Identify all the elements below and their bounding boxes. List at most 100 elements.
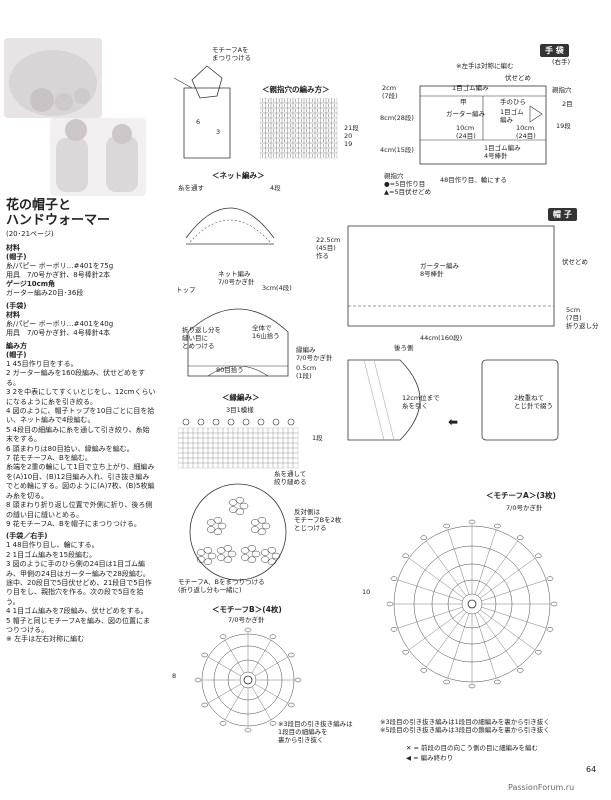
grid-cell — [222, 427, 229, 434]
grid-cell — [197, 447, 204, 454]
grid-cell — [197, 452, 204, 459]
flower-petal — [251, 550, 261, 558]
grid-cell — [242, 442, 249, 449]
grid-cell — [222, 442, 229, 449]
flower-petal — [247, 545, 257, 552]
motif-attach-label: モチーフAを まつりつける — [212, 46, 252, 62]
grid-cell — [202, 452, 209, 459]
materials-heading: 材料 — [6, 244, 20, 252]
grid-cell — [232, 437, 239, 444]
motif-stitch — [397, 606, 463, 629]
grid-cell — [277, 437, 284, 444]
flower-petal — [203, 547, 213, 554]
grid-cell — [292, 452, 299, 459]
grid-cell — [292, 447, 299, 454]
grid-cell — [212, 457, 219, 464]
hat-5cm-label: 5cm (7目) 折り返し分 — [566, 306, 599, 330]
grid-cell — [217, 447, 224, 454]
grid-cell — [257, 442, 264, 449]
grid-cell — [262, 457, 269, 464]
grid-cell — [252, 432, 259, 439]
grid-cell — [247, 447, 254, 454]
grid-cell — [232, 452, 239, 459]
grid-cell — [272, 462, 279, 469]
grid-cell — [242, 437, 249, 444]
motif-stitch — [397, 579, 463, 602]
grid-cell — [192, 432, 199, 439]
fold-label: 折り返し分を 縫い目に とめつける — [182, 326, 221, 350]
edge-repeat-label: 3目1模様 — [226, 406, 254, 414]
grid-cell — [227, 432, 234, 439]
motif-stitch — [251, 686, 272, 720]
grid-cell — [277, 432, 284, 439]
grid-cell — [287, 447, 294, 454]
hat-44-label: 44cm(160段) — [420, 334, 463, 342]
grid-cell — [227, 427, 234, 434]
grid-cell — [178, 457, 184, 464]
motif-chain — [494, 523, 501, 529]
grid-cell — [212, 437, 219, 444]
grid-cell — [202, 427, 209, 434]
grid-cell — [207, 452, 214, 459]
motif-chain — [443, 523, 450, 529]
grid-cell — [282, 432, 289, 439]
net-rows: 4段 — [270, 184, 281, 192]
page-title-line1: 花の帽子と — [6, 198, 72, 213]
motif-chain — [468, 683, 476, 689]
picot-mark — [257, 418, 265, 426]
instruction-step: 8 頭まわり折り返し位置で外側に折り、後ろ側の縫い目に縫いとめる。 — [6, 501, 153, 519]
grid-cell — [182, 427, 189, 434]
picot-mark — [272, 418, 280, 426]
grid-cell — [222, 462, 229, 469]
mit-10cm-a: 10cm (24目) — [456, 124, 476, 140]
grid-cell — [227, 442, 234, 449]
grid-cell — [187, 447, 194, 454]
grid-cell — [257, 447, 264, 454]
motif-chain — [201, 702, 208, 708]
grid-cell — [197, 462, 204, 469]
grid-cell — [222, 437, 229, 444]
net-thread: 糸を通す — [178, 184, 204, 192]
mit-10cm-b: 10cm (24目) — [516, 124, 536, 140]
grid-cell — [292, 442, 299, 449]
mit-top-fuse: 伏せどめ — [505, 74, 531, 82]
motif-chain — [244, 627, 252, 633]
flower-petal — [235, 497, 245, 504]
grid-cell — [178, 442, 184, 449]
grid-cell — [252, 442, 259, 449]
motif-chain — [244, 727, 252, 733]
mitten-sketch — [173, 65, 231, 159]
hat-12cm-label: 12cm位まで 糸を引く — [402, 394, 440, 410]
edge-label: 縁編み 7/0号かぎ針 — [296, 346, 333, 362]
grid-cell — [178, 452, 184, 459]
grid-cell — [257, 437, 264, 444]
motif-stitch — [479, 557, 536, 599]
dim-8-label: 8 — [172, 672, 177, 680]
grid-cell — [287, 442, 294, 449]
flower-petal — [196, 556, 206, 563]
thumb-row-20: 20 — [344, 132, 353, 140]
grid-cell — [242, 432, 249, 439]
grid-cell — [192, 457, 199, 464]
motif-stitch — [408, 557, 465, 599]
dim-10-label: 10 — [362, 588, 371, 596]
grid-cell — [242, 457, 249, 464]
grid-cell — [222, 457, 229, 464]
motif-center — [467, 599, 477, 609]
grid-cell — [207, 462, 214, 469]
product-photo-hat — [4, 38, 102, 118]
grid-cell — [202, 457, 209, 464]
hand-materials-label: 材料 — [6, 311, 20, 319]
flower-petal — [250, 526, 260, 533]
flower-petal — [207, 552, 217, 560]
motif-A-note: ※3段目の引き抜き編みは1段目の細編みを裏から引き抜く ※5段目の引き抜き編みは… — [380, 718, 550, 734]
instruction-step: 3 2を中表にしてすくいとじをし、12cmくらいになるように糸を引き絞る。 — [6, 388, 156, 406]
grid-cell — [187, 437, 194, 444]
grid-cell — [232, 427, 239, 434]
edge-1dan-label: 1段 — [312, 434, 323, 442]
picot-mark — [182, 418, 190, 426]
grid-cell — [212, 447, 219, 454]
hat-instructions-heading: (帽子) — [6, 351, 27, 359]
grid-cell — [262, 462, 269, 469]
grid-cell — [192, 452, 199, 459]
